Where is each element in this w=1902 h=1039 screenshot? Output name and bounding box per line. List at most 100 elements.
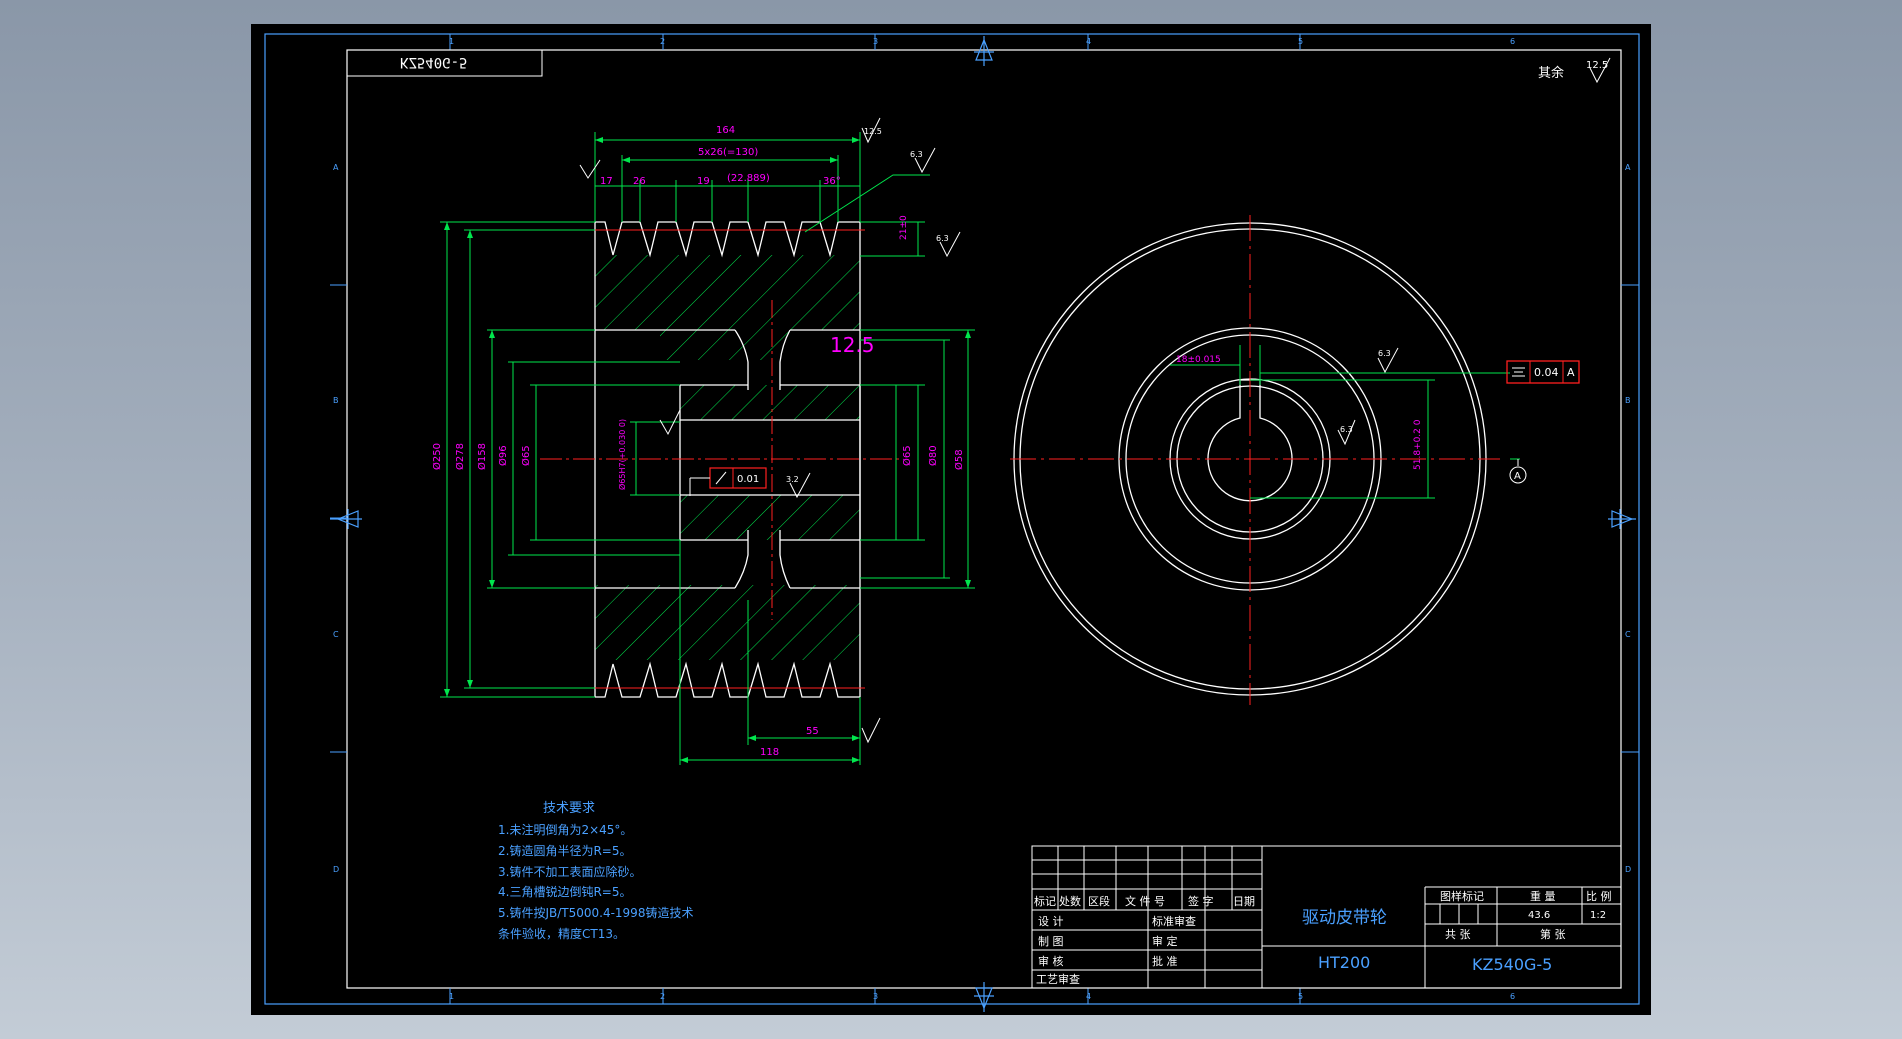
zone-number: 3: [873, 992, 878, 1001]
title-block-grid: [1031, 845, 1622, 989]
pitch-lines: [540, 229, 900, 689]
zone-number: 6: [1510, 992, 1515, 1001]
zone-number: 2: [660, 992, 665, 1001]
upper-hub-hatch: [680, 385, 860, 420]
tb-check: 审 核: [1038, 954, 1064, 968]
dim-rough-12-5: 12.5: [864, 127, 882, 136]
dim-rough-6-3-b: 6.3: [936, 234, 949, 243]
zone-ticks: [330, 34, 1639, 1004]
dim-len-118: 118: [760, 747, 779, 758]
zone-letter: B: [333, 396, 339, 405]
runout-value: 0.01: [737, 474, 759, 485]
tb-hdr-zone: 区段: [1088, 894, 1110, 908]
dim-depth: 21±0: [899, 215, 909, 240]
drawing-sheet: [251, 24, 1651, 1015]
tb-scale-value: 1:2: [1590, 910, 1606, 921]
tech-item: 4.三角槽锐边倒钝R=5。: [498, 885, 631, 899]
dim-angle: 36°: [823, 176, 841, 187]
dim-len-55: 55: [806, 726, 819, 737]
tb-drawing-no: KZ540G-5: [1472, 955, 1552, 974]
roughness-other-value: 12.5: [1586, 60, 1608, 71]
tb-weight-label: 重 量: [1530, 889, 1556, 903]
dim-bore-tol: Ø65H7(+0.030 0): [617, 419, 627, 490]
tb-sheet-no: 第 张: [1540, 927, 1566, 941]
tb-hdr-date: 日期: [1233, 895, 1255, 908]
tb-part-name: 驱动皮带轮: [1302, 908, 1387, 928]
dim-key-tol: 18±0.015: [1176, 355, 1221, 365]
tb-total-sheets: 共 张: [1445, 928, 1471, 941]
front-view[interactable]: 18±0.015 6.3 6.3 51.8+0.2 0 0.04 A A: [1010, 215, 1580, 705]
roughness-other-symbol: 12.5: [1586, 57, 1611, 84]
dim-phi65-left: Ø65: [520, 445, 532, 466]
tb-review: 审 定: [1152, 934, 1178, 948]
front-centerlines: [1010, 215, 1500, 705]
centering-marks: [330, 36, 1636, 1012]
zone-letter: D: [333, 865, 339, 874]
zone-number: 5: [1298, 37, 1303, 46]
tech-item: 2.铸造圆角半径为R=5。: [498, 843, 631, 858]
datum-letter: A: [1514, 471, 1521, 482]
zone-number: 3: [873, 37, 878, 46]
tb-process-review: 工艺审查: [1036, 972, 1080, 986]
dim-phi65-right: Ø65: [901, 445, 913, 466]
dim-phi96: Ø96: [497, 445, 509, 466]
zone-letter: B: [1625, 396, 1631, 405]
section-view[interactable]: 164 5x26(=130) 17 26 19 (22.889) 36° 12.…: [431, 117, 975, 765]
symmetry-value: 0.04: [1534, 366, 1559, 379]
dim-rough-key: 6.3: [1340, 425, 1353, 434]
zone-number: 1: [449, 37, 454, 46]
dim-width-total: 164: [716, 125, 735, 136]
dim-phi250: Ø250: [431, 443, 443, 470]
dim-groove-pitch: 5x26(=130): [698, 147, 758, 158]
symmetry-datum: A: [1567, 366, 1575, 379]
zone-number: 4: [1086, 992, 1091, 1001]
tech-item: 条件验收，精度CT13。: [498, 926, 625, 941]
code-box: [346, 49, 543, 77]
mirrored-code: KZ540G-5: [400, 54, 467, 70]
tb-weight-value: 43.6: [1528, 910, 1550, 921]
tb-hdr-sign: 签 字: [1188, 894, 1214, 908]
dim-arrows: [444, 137, 971, 763]
dim-big-rough: 12.5: [830, 333, 875, 357]
zone-letter: A: [333, 163, 339, 172]
zone-letter: D: [1625, 865, 1631, 874]
zone-number: 5: [1298, 992, 1303, 1001]
dim-phi58: Ø58: [953, 449, 965, 470]
tb-design: 设 计: [1038, 915, 1064, 928]
tech-requirements: 技术要求 1.未注明倒角为2×45°。 2.铸造圆角半径为R=5。 3.铸件不加…: [498, 801, 693, 941]
tech-item: 5.铸件按JB/T5000.4-1998铸造技术: [498, 905, 693, 920]
zone-letter: A: [1625, 163, 1631, 172]
roughness-symbols-left: [579, 117, 961, 744]
datum-marker: A: [1509, 459, 1527, 484]
zone-number: 2: [660, 37, 665, 46]
tb-hdr-count: 处数: [1059, 895, 1081, 908]
zone-letter: C: [1625, 630, 1631, 639]
tb-std-review: 标准审查: [1152, 914, 1196, 928]
tb-hdr-mark: 标记: [1034, 894, 1056, 908]
dim-edge-17: 17: [600, 176, 613, 187]
dim-rough-3-2: 3.2: [786, 475, 799, 484]
symmetry-frame: 0.04 A: [1506, 360, 1580, 384]
dim-groove-ref: (22.889): [727, 173, 770, 184]
front-roughness: [1337, 347, 1399, 446]
tech-item: 3.铸件不加工表面应除砂。: [498, 864, 641, 879]
dim-keyway: 51.8+0.2 0: [1413, 419, 1423, 470]
tech-title: 技术要求: [543, 801, 595, 816]
dim-rough-6-3: 6.3: [910, 150, 923, 159]
dim-groove-19: 19: [697, 176, 710, 187]
dim-rough-side: 6.3: [1378, 349, 1391, 358]
tb-scale-label: 比 例: [1586, 889, 1612, 903]
mirrored-code-group: KZ540G-5: [400, 54, 467, 70]
tb-draw: 制 图: [1038, 935, 1064, 948]
zone-number: 6: [1510, 37, 1515, 46]
dim-phi80: Ø80: [927, 445, 939, 466]
tech-item: 1.未注明倒角为2×45°。: [498, 822, 632, 837]
tb-material: HT200: [1318, 953, 1370, 972]
tb-stage-mark: 图样标记: [1440, 889, 1484, 903]
dim-phi158: Ø158: [476, 443, 488, 470]
zone-number: 1: [449, 992, 454, 1001]
outer-frame: [264, 33, 1640, 1005]
roughness-other-label: 其余: [1538, 65, 1564, 81]
